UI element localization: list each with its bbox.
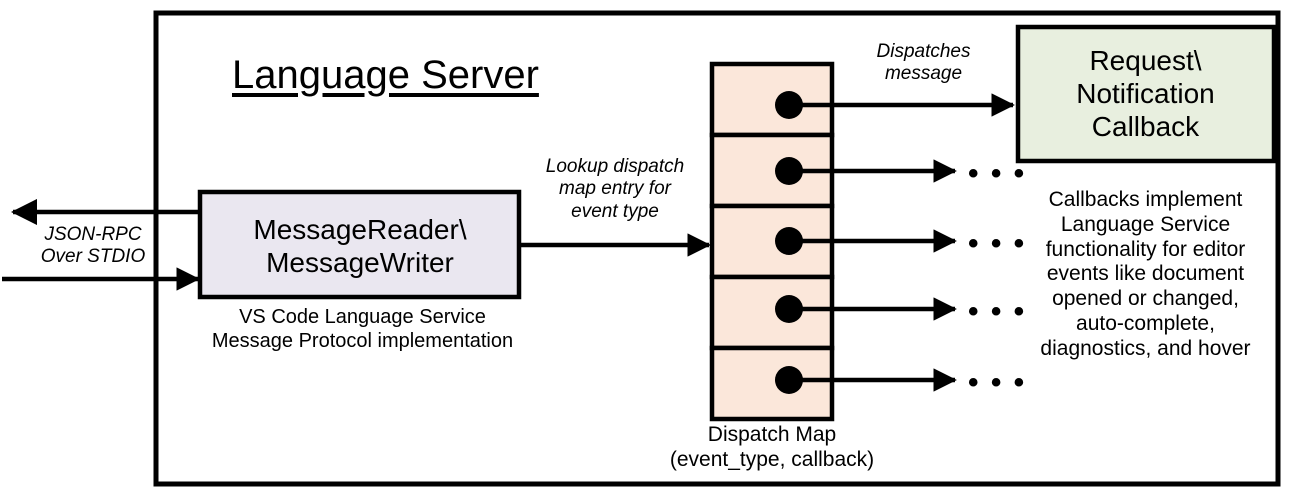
message-reader-writer-box[interactable] — [197, 189, 522, 300]
dispatch-map[interactable] — [709, 61, 835, 422]
dispatch-map-caption: Dispatch Map (event_type, callback) — [669, 423, 875, 471]
dispatches-message-label: Dispatches message — [876, 41, 971, 85]
language-server-boundary — [153, 10, 1281, 487]
ellipsis-row-3: • • • — [968, 227, 1027, 260]
ellipsis-row-2: • • • — [968, 157, 1027, 190]
ellipsis-row-4: • • • — [968, 295, 1027, 328]
message-reader-writer-caption: VS Code Language Service Message Protoco… — [211, 306, 514, 352]
dispatch-map-row-5[interactable] — [709, 345, 835, 422]
lookup-dispatch-label: Lookup dispatch map entry for event type — [545, 156, 685, 222]
page-title: Language Server — [232, 53, 539, 97]
ellipsis-row-5: • • • — [968, 366, 1027, 399]
message-reader-writer-label: MessageReader\ MessageWriter — [253, 214, 467, 279]
callback-box-caption: Callbacks implement Language Service fun… — [1040, 188, 1251, 360]
callback-box-label: Request\ Notification Callback — [1076, 45, 1215, 143]
jsonrpc-channel-label: JSON-RPC Over STDIO — [40, 224, 146, 268]
request-notification-callback-box[interactable] — [1015, 24, 1277, 164]
dispatch-map-row-4[interactable] — [709, 274, 835, 351]
dispatch-map-row-1[interactable] — [709, 61, 835, 138]
